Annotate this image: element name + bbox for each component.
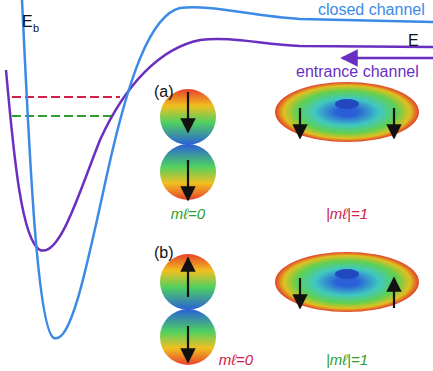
orbital-b-pz [160, 254, 216, 365]
channel-label: closed channel [318, 2, 425, 18]
orbital-a-torus [275, 82, 419, 142]
energy-symbol: E [408, 33, 419, 49]
orbital-b-torus [275, 252, 419, 312]
entrance-curve [6, 39, 433, 251]
quantum-number: mℓ=0 [171, 206, 205, 221]
quantum-number: |mℓ|=1 [326, 206, 368, 221]
orbital-a-pz [160, 89, 216, 200]
panel-label: (b) [154, 245, 174, 261]
energy-symbol: E [22, 14, 33, 30]
quantum-number: |mℓ|=1 [326, 352, 368, 367]
closed-curve [22, 0, 433, 338]
energy-arrow [342, 57, 433, 60]
channel-label: entrance channel [296, 64, 419, 80]
subscript: b [33, 23, 39, 34]
panel-label: (a) [154, 84, 174, 100]
quantum-number: mℓ=0 [219, 352, 253, 367]
bound-level-red [12, 96, 120, 98]
potential-curves [6, 0, 433, 338]
